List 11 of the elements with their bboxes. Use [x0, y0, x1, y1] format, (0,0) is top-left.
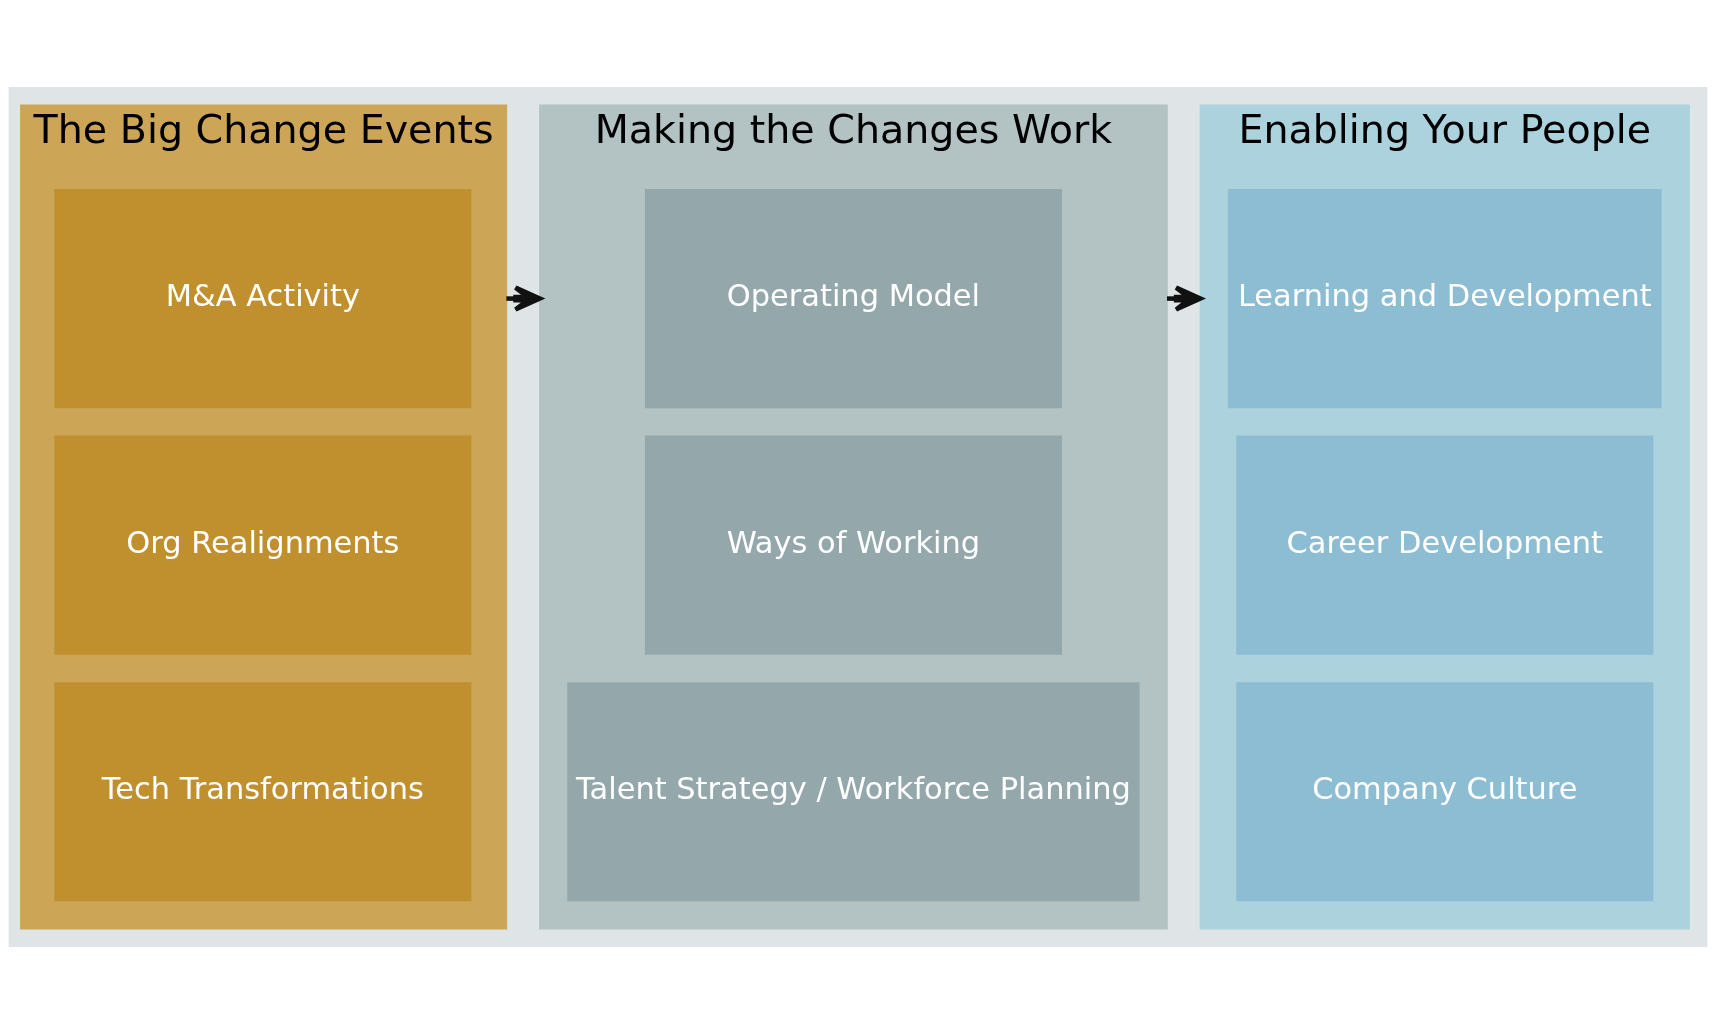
node-box: Ways of Working [644, 435, 1062, 655]
node-box: M&A Activity [54, 188, 472, 408]
node-box: Operating Model [644, 188, 1062, 408]
arrow [1167, 284, 1203, 312]
node-box: Company Culture [1236, 681, 1654, 901]
node-box: Org Realignments [54, 435, 472, 655]
arrow [506, 284, 543, 312]
node-box: Career Development [1236, 435, 1654, 655]
node-box: Learning and Development [1227, 188, 1662, 408]
node-box: Talent Strategy / Workforce Planning [567, 681, 1140, 901]
node-box: Tech Transformations [54, 681, 472, 901]
